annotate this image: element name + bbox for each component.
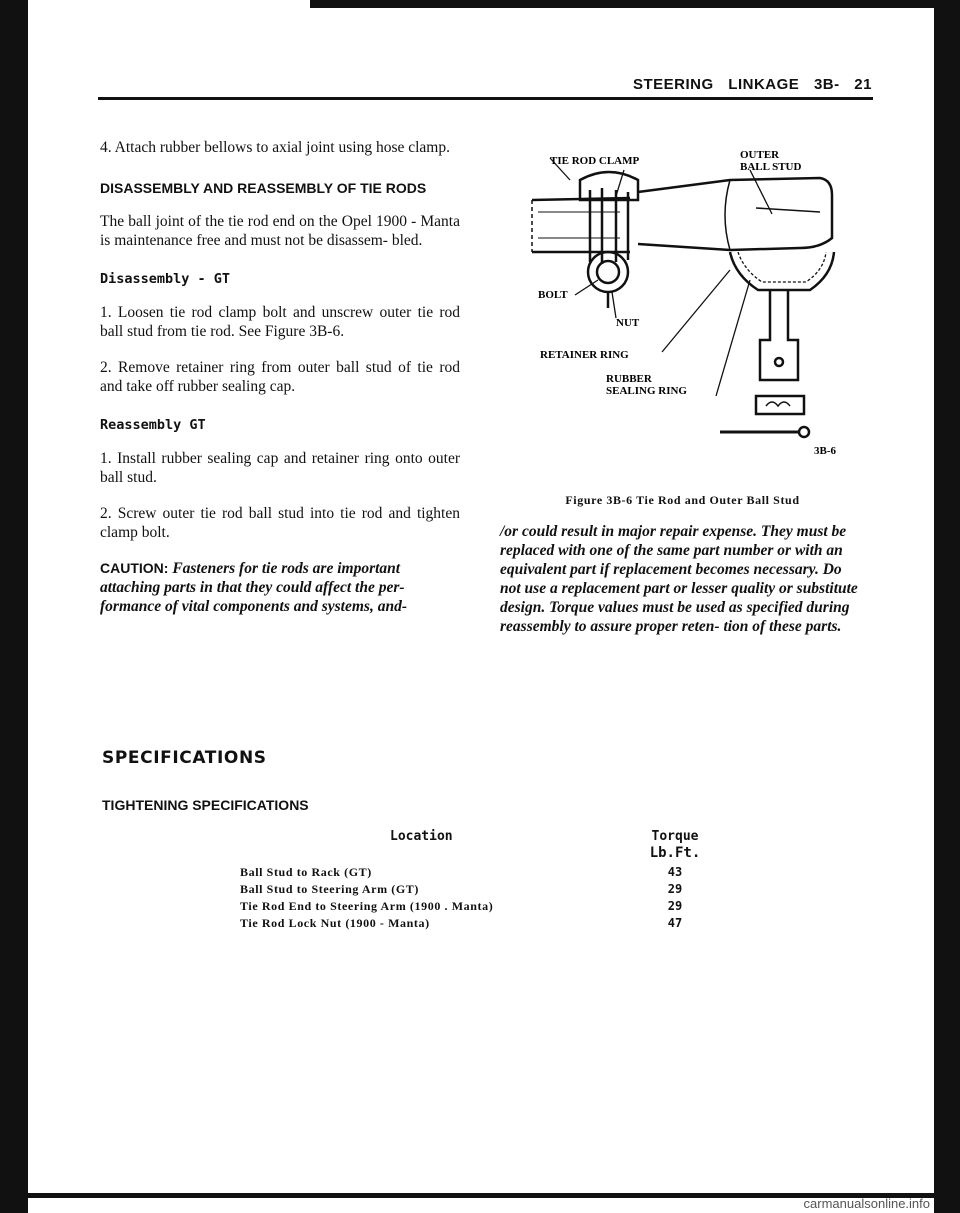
column-header-location: Location <box>390 829 453 844</box>
subheading-disassembly: Disassembly - GT <box>100 271 231 287</box>
table-row-location: Ball Stud to Rack (GT) <box>240 865 372 879</box>
right-border-bar <box>934 0 960 1213</box>
header-rule <box>98 97 873 100</box>
label-outer: OUTER <box>740 149 780 161</box>
label-ball-stud: BALL STUD <box>740 161 801 173</box>
caution-continuation: /or could result in major repair expense… <box>500 523 858 635</box>
reassembly-step-1: 1. Install rubber sealing cap and retain… <box>100 450 460 486</box>
column-header-torque: Torque <box>651 829 699 844</box>
label-rubber: RUBBER <box>606 373 653 385</box>
table-row-torque: 29 <box>667 882 683 896</box>
section-heading: DISASSEMBLY AND REASSEMBLY OF TIE RODS <box>100 180 427 196</box>
figure-number: 3B-6 <box>814 445 837 457</box>
bottom-rule <box>28 1193 938 1198</box>
disassembly-step-1: 1. Loosen tie rod clamp bolt and unscrew… <box>100 304 460 340</box>
subheading-reassembly: Reassembly GT <box>100 417 206 433</box>
caution-text: Fasteners for tie rods are important att… <box>100 560 407 615</box>
label-nut: NUT <box>616 317 640 329</box>
intro-paragraph: The ball joint of the tie rod end on the… <box>100 213 460 249</box>
tightening-specifications-heading: TIGHTENING SPECIFICATIONS <box>102 797 309 813</box>
column-header-unit: Lb.Ft. <box>649 845 701 861</box>
left-column: 4. Attach rubber bellows to axial joint … <box>100 138 460 633</box>
tie-rod-figure: TIE ROD CLAMP OUTER BALL STUD BOLT NUT R… <box>531 149 837 457</box>
table-row-torque: 47 <box>667 916 683 930</box>
figure-caption: Figure 3B-6 Tie Rod and Outer Ball Stud <box>565 493 800 507</box>
label-sealing-ring: SEALING RING <box>606 385 687 397</box>
label-tie-rod-clamp: TIE ROD CLAMP <box>550 155 640 167</box>
table-row-location: Tie Rod End to Steering Arm (1900 . Mant… <box>240 899 494 913</box>
label-retainer-ring: RETAINER RING <box>540 349 629 361</box>
watermark: carmanualsonline.info <box>803 1196 930 1211</box>
specifications-table: Location Torque Lb.Ft. Ball Stud to Rack… <box>240 829 740 939</box>
table-row-torque: 43 <box>667 865 683 879</box>
disassembly-step-2: 2. Remove retainer ring from outer ball … <box>100 359 460 395</box>
top-rule <box>310 0 960 8</box>
specifications-title: SPECIFICATIONS <box>102 748 267 768</box>
running-head: STEERING LINKAGE 3B- 21 <box>632 76 872 93</box>
table-row-torque: 29 <box>667 899 683 913</box>
left-border-bar <box>0 0 28 1213</box>
step-attach-bellows: 4. Attach rubber bellows to axial joint … <box>100 139 450 156</box>
reassembly-step-2: 2. Screw outer tie rod ball stud into ti… <box>100 505 460 541</box>
table-row-location: Tie Rod Lock Nut (1900 - Manta) <box>240 916 430 930</box>
label-bolt: BOLT <box>538 289 568 301</box>
table-row-location: Ball Stud to Steering Arm (GT) <box>240 882 419 896</box>
caution-label: CAUTION: <box>100 560 169 576</box>
caution-paragraph: CAUTION: Fasteners for tie rods are impo… <box>100 559 460 616</box>
